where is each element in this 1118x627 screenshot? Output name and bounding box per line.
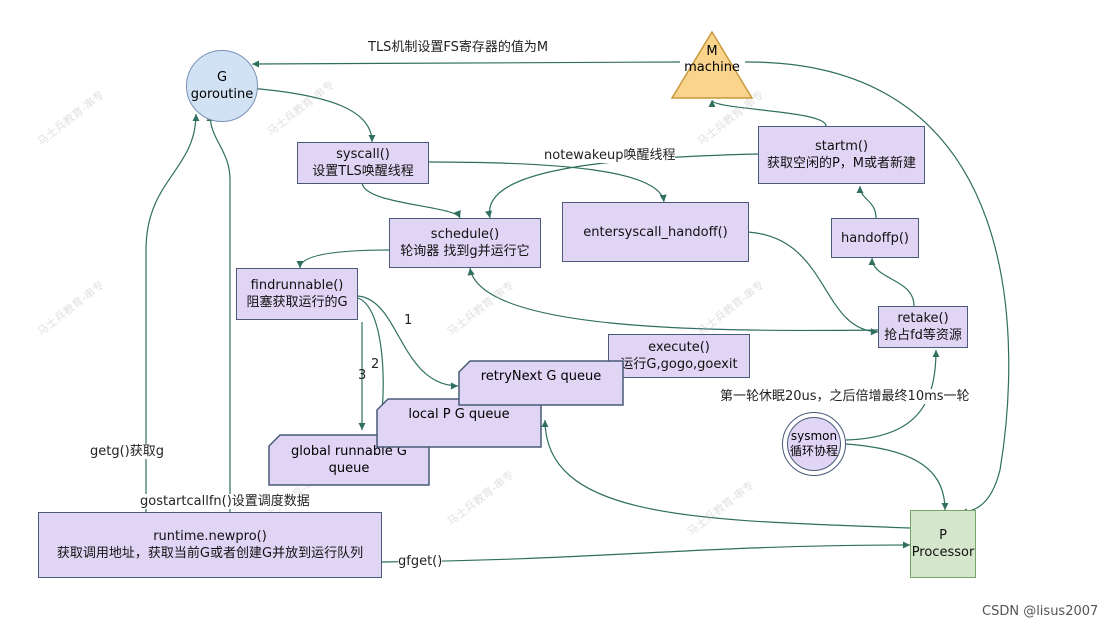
- node-syscall-title: syscall(): [336, 147, 390, 162]
- node-retake: retake() 抢占fd等资源: [878, 306, 968, 348]
- label-sleep: 第一轮休眠20us，之后倍增最终10ms一轮: [720, 389, 970, 404]
- node-runtime-newpro: runtime.newpro() 获取调用地址，获取当前G或者创建G并放到运行队…: [38, 512, 382, 578]
- node-p-sublabel: Processor: [911, 545, 975, 560]
- node-sysmon-inner: sysmon 循环协程: [787, 417, 841, 471]
- edge-startm-to-schedule: [485, 153, 759, 219]
- node-entersyscall-title: entersyscall_handoff(): [583, 224, 728, 240]
- edge-p-to-local: [541, 419, 911, 529]
- edge-sysmon-to-retake: [845, 349, 940, 441]
- node-execute-title: execute(): [648, 340, 710, 355]
- node-sysmon-desc: 循环协程: [789, 444, 838, 458]
- node-local-queue-line1: local P G queue: [408, 407, 510, 422]
- edge-retake-to-handoffp: [868, 257, 915, 307]
- node-execute-desc: 运行G,gogo,goexit: [620, 357, 738, 372]
- label-getg: getg()获取g: [90, 444, 164, 459]
- node-local-queue: local P G queue: [376, 406, 542, 423]
- label-notewakeup: notewakeup唤醒线程: [544, 148, 676, 163]
- node-startm: startm() 获取空闲的P，M或者新建: [758, 126, 925, 184]
- edge-schedule-to-findrunnable: [296, 249, 391, 269]
- node-m-sublabel: machine: [684, 60, 740, 75]
- node-handoffp-title: handoffp(): [840, 230, 909, 246]
- node-global-queue: global runnable G queue: [268, 443, 430, 477]
- edge-sysmon-to-p: [845, 443, 949, 511]
- node-retrynext-shape: [458, 360, 624, 406]
- node-startm-title: startm(): [814, 139, 869, 154]
- edge-g-to-syscall: [249, 87, 376, 143]
- node-retrynext: retryNext G queue: [458, 368, 624, 385]
- label-edge-3: 3: [358, 368, 367, 383]
- node-newpro-title: runtime.newpro(): [153, 529, 267, 544]
- edge-newpro-to-g-gostart: [206, 113, 231, 512]
- node-m-triangle: [670, 30, 754, 99]
- node-syscall-desc: 设置TLS唤醒线程: [312, 164, 414, 179]
- node-p-label: P: [939, 528, 947, 543]
- edge-m-to-p: [744, 61, 1010, 516]
- label-edge-1: 1: [404, 313, 413, 328]
- node-retake-title: retake(): [897, 311, 949, 326]
- edge-newpro-to-p: [381, 541, 911, 563]
- label-gostartcallfn: gostartcallfn()设置调度数据: [140, 494, 310, 509]
- edge-retake-to-schedule: [467, 267, 879, 332]
- node-g-label: G: [216, 70, 228, 85]
- node-findrunnable: findrunnable() 阻塞获取运行的G: [236, 268, 358, 320]
- node-retake-desc: 抢占fd等资源: [884, 328, 962, 343]
- node-entersyscall-handoff: entersyscall_handoff(): [562, 202, 749, 262]
- node-findrunnable-title: findrunnable(): [250, 278, 344, 293]
- edge-handoffp-to-startm: [856, 185, 877, 219]
- node-startm-desc: 获取空闲的P，M或者新建: [766, 156, 917, 171]
- node-sysmon-label: sysmon: [790, 429, 838, 443]
- edge-newpro-to-g: [145, 113, 200, 512]
- node-execute: execute() 运行G,gogo,goexit: [608, 334, 750, 378]
- node-global-queue-line2: queue: [328, 461, 370, 476]
- node-handoffp: handoffp(): [831, 218, 919, 258]
- node-m-label: M: [706, 44, 718, 59]
- edge-entersyscall-to-retake: [747, 231, 879, 336]
- node-findrunnable-desc: 阻塞获取运行的G: [246, 295, 348, 310]
- node-schedule-title: schedule(): [430, 227, 500, 242]
- node-syscall: syscall() 设置TLS唤醒线程: [297, 142, 429, 184]
- footer-credit: CSDN @lisus2007: [982, 604, 1099, 619]
- node-p-processor: P Processor: [910, 510, 976, 578]
- node-schedule-desc: 轮询器 找到g并运行它: [400, 244, 530, 259]
- node-newpro-desc: 获取调用地址，获取当前G或者创建G并放到运行队列: [56, 546, 364, 561]
- edge-startm-to-m: [708, 99, 827, 127]
- label-gfget: gfget(): [398, 554, 443, 569]
- edge-syscall-to-entersyscall: [427, 161, 667, 203]
- edge-findrunnable-to-retrynext: [357, 295, 459, 390]
- node-g-goroutine: G goroutine: [186, 50, 258, 122]
- node-m-machine: M machine: [670, 44, 754, 76]
- label-tls: TLS机制设置FS寄存器的值为M: [368, 40, 549, 55]
- edge-syscall-to-schedule: [361, 181, 461, 219]
- node-schedule: schedule() 轮询器 找到g并运行它: [389, 218, 541, 268]
- label-edge-2: 2: [371, 357, 380, 372]
- edge-m-to-g: [251, 60, 681, 68]
- node-retrynext-line1: retryNext G queue: [480, 369, 602, 384]
- node-g-sublabel: goroutine: [190, 87, 254, 102]
